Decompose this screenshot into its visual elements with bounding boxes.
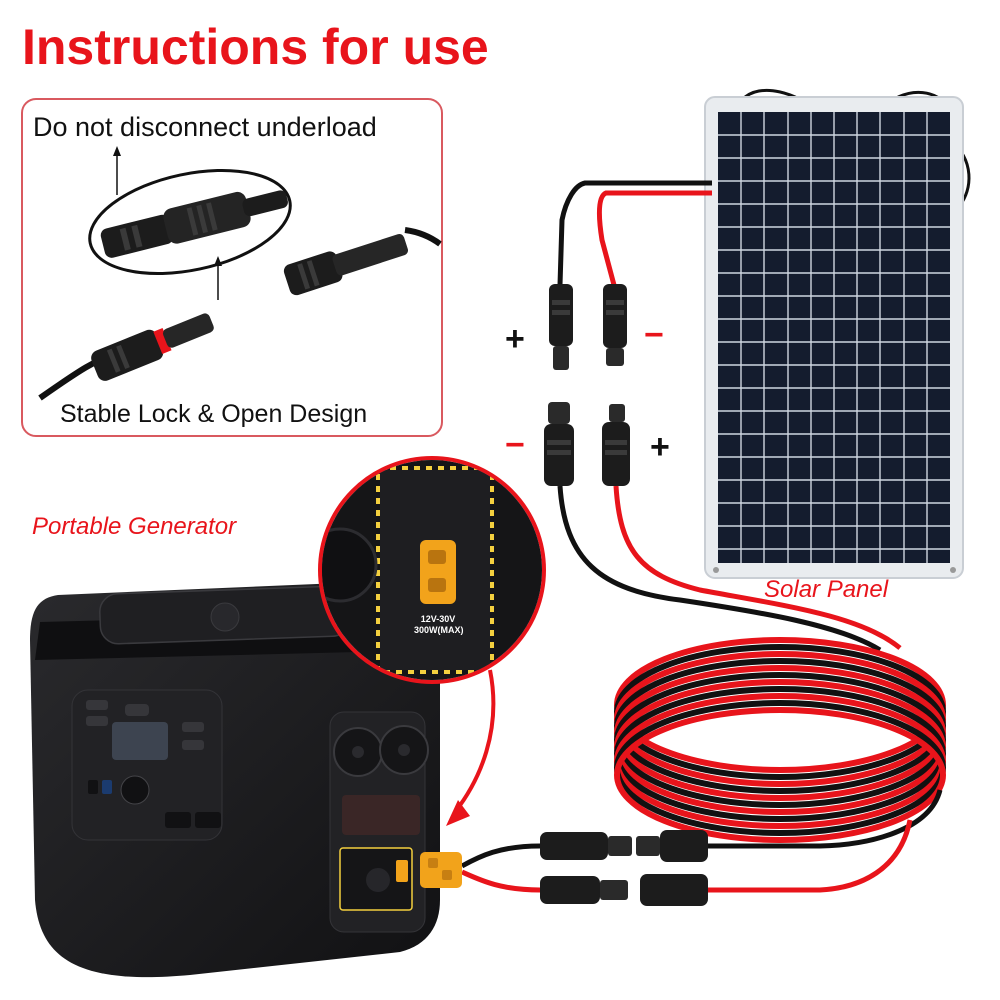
cable-red <box>460 869 541 893</box>
inset-cable-right <box>404 227 442 247</box>
arrow-head-icon <box>446 800 470 826</box>
mc4-connector-icon <box>540 874 708 906</box>
solar-panel-label: Solar Panel <box>764 576 889 603</box>
port-spec: 12V-30V 300W(MAX) <box>414 614 464 636</box>
port-voltage: 12V-30V <box>420 614 456 624</box>
xt60-port-icon <box>420 852 462 888</box>
connector-inset <box>21 98 443 437</box>
cable-black <box>557 485 882 653</box>
portable-generator-icon <box>30 580 440 978</box>
arrow-up-icon <box>113 146 121 156</box>
cable-black <box>460 843 541 869</box>
solar-panel-icon <box>704 89 971 579</box>
cable-black <box>705 789 943 849</box>
cable-red <box>613 485 902 650</box>
mc4-connector-icon <box>549 284 573 370</box>
generator-label: Portable Generator <box>32 513 237 540</box>
panel-leads <box>549 180 712 370</box>
polarity-minus-lower: − <box>505 426 525 464</box>
mc4-connector-icon <box>544 402 574 486</box>
inset-bottom-label: Stable Lock & Open Design <box>60 400 368 428</box>
page-title: Instructions for use <box>22 19 489 75</box>
port-power: 300W(MAX) <box>414 625 464 635</box>
extension-connectors <box>544 402 630 486</box>
polarity-minus-upper: − <box>644 316 664 354</box>
cable-red <box>705 819 913 893</box>
inset-top-label: Do not disconnect underload <box>33 112 377 142</box>
inset-frame <box>21 98 443 437</box>
cable-coil <box>614 637 946 843</box>
port-zoom-circle <box>318 456 546 684</box>
mc4-connector-icon <box>283 233 409 296</box>
curved-arrow-icon <box>453 669 496 814</box>
polarity-plus-upper: + <box>505 320 525 358</box>
mc4-connector-icon <box>100 190 288 258</box>
mc4-connector-icon <box>91 313 214 381</box>
arrow-up-icon <box>214 256 222 266</box>
mc4-connector-icon <box>540 830 708 862</box>
mc4-connector-icon <box>602 404 630 486</box>
mc4-connector-icon <box>603 284 627 366</box>
polarity-plus-lower: + <box>650 428 670 466</box>
